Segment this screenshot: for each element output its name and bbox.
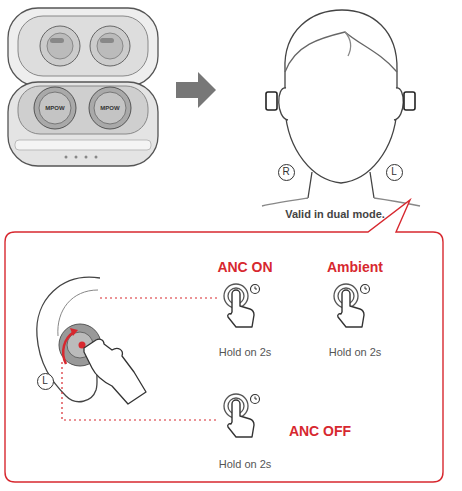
leader-line xyxy=(62,298,218,420)
note-text: Valid in dual mode. xyxy=(285,208,385,220)
callout-frame xyxy=(5,200,443,482)
action-label: Hold on 2s xyxy=(329,346,382,358)
circled-letter: L xyxy=(37,373,54,390)
tap-icon xyxy=(334,284,370,327)
side-letter: R xyxy=(282,167,289,177)
circled-letter: R xyxy=(278,164,295,181)
mode-label: ANC ON xyxy=(217,260,272,275)
side-letter: L xyxy=(42,376,48,386)
ear-figure xyxy=(37,277,146,404)
logo-text: MPOW xyxy=(100,105,119,112)
mode-label: Ambient xyxy=(327,260,383,275)
circled-letter: L xyxy=(386,164,403,181)
action-label: Hold on 2s xyxy=(219,458,272,470)
charging-case xyxy=(8,8,158,166)
head-figure xyxy=(262,10,420,206)
tap-icon xyxy=(224,284,260,327)
arrow xyxy=(176,72,216,108)
side-letter: L xyxy=(391,167,397,177)
logo-text: MPOW xyxy=(45,105,64,112)
tap-icon xyxy=(224,394,260,437)
mode-label: ANC OFF xyxy=(289,424,351,439)
action-label: Hold on 2s xyxy=(219,346,272,358)
